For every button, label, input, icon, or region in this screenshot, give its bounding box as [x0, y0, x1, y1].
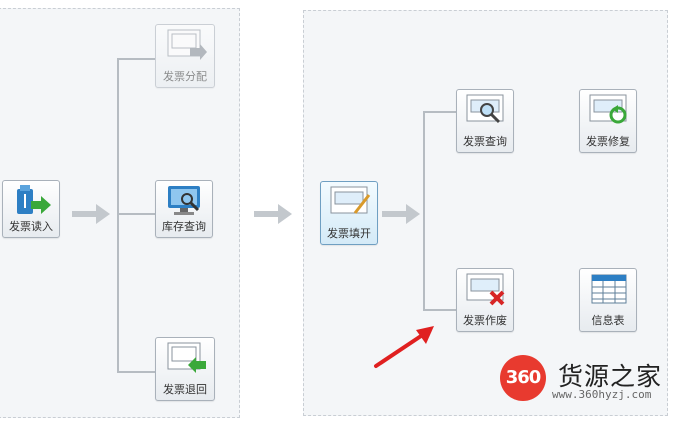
connector-line [117, 371, 155, 373]
invoice-repair-button[interactable]: 发票修复 [579, 89, 637, 153]
invoice-search-icon [466, 94, 504, 124]
invoice-read-button[interactable]: 发票读入 [2, 180, 60, 238]
tile-label: 发票填开 [327, 227, 371, 240]
tile-label: 信息表 [591, 314, 625, 327]
brand-name: 货源之家 [558, 362, 663, 391]
usb-import-icon [17, 185, 51, 214]
brand-watermark: 360 货源之家 www.360hyzj.com [500, 355, 690, 415]
invoice-distribute-button[interactable]: 发票分配 [155, 24, 215, 88]
flow-arrow-icon [382, 204, 420, 224]
invoice-repair-icon [589, 94, 627, 124]
connector-line [423, 309, 456, 311]
annotation-arrow-icon [374, 326, 434, 368]
connector-line [117, 213, 155, 215]
connector-line [117, 58, 155, 60]
info-table-button[interactable]: 信息表 [579, 268, 637, 332]
invoice-query-button[interactable]: 发票查询 [456, 89, 514, 153]
tile-label: 发票分配 [163, 70, 207, 83]
brand-badge-text: 360 [505, 367, 542, 388]
flow-arrow-icon [254, 204, 292, 224]
connector-line [117, 59, 119, 372]
tile-label: 发票退回 [163, 383, 207, 396]
invoice-void-icon [466, 273, 505, 306]
invoice-return-icon [167, 342, 206, 373]
connector-line [423, 111, 425, 311]
flow-arrow-icon [72, 204, 110, 224]
invoice-return-button[interactable]: 发票退回 [155, 337, 215, 401]
brand-url: www.360hyzj.com [552, 388, 652, 401]
tile-label: 发票作废 [463, 314, 507, 327]
invoice-void-button[interactable]: 发票作废 [456, 268, 514, 332]
invoice-forward-icon [167, 29, 207, 60]
tile-label: 发票修复 [586, 135, 630, 148]
monitor-search-icon [168, 186, 200, 215]
connector-line [423, 111, 456, 113]
tile-label: 发票查询 [463, 135, 507, 148]
table-icon [591, 274, 627, 304]
invoice-fill-button[interactable]: 发票填开 [320, 181, 378, 245]
brand-logo-icon: 360 [500, 355, 546, 401]
tile-label: 库存查询 [162, 220, 206, 233]
inventory-query-button[interactable]: 库存查询 [155, 180, 213, 238]
invoice-edit-icon [330, 186, 371, 214]
tile-label: 发票读入 [9, 220, 53, 233]
